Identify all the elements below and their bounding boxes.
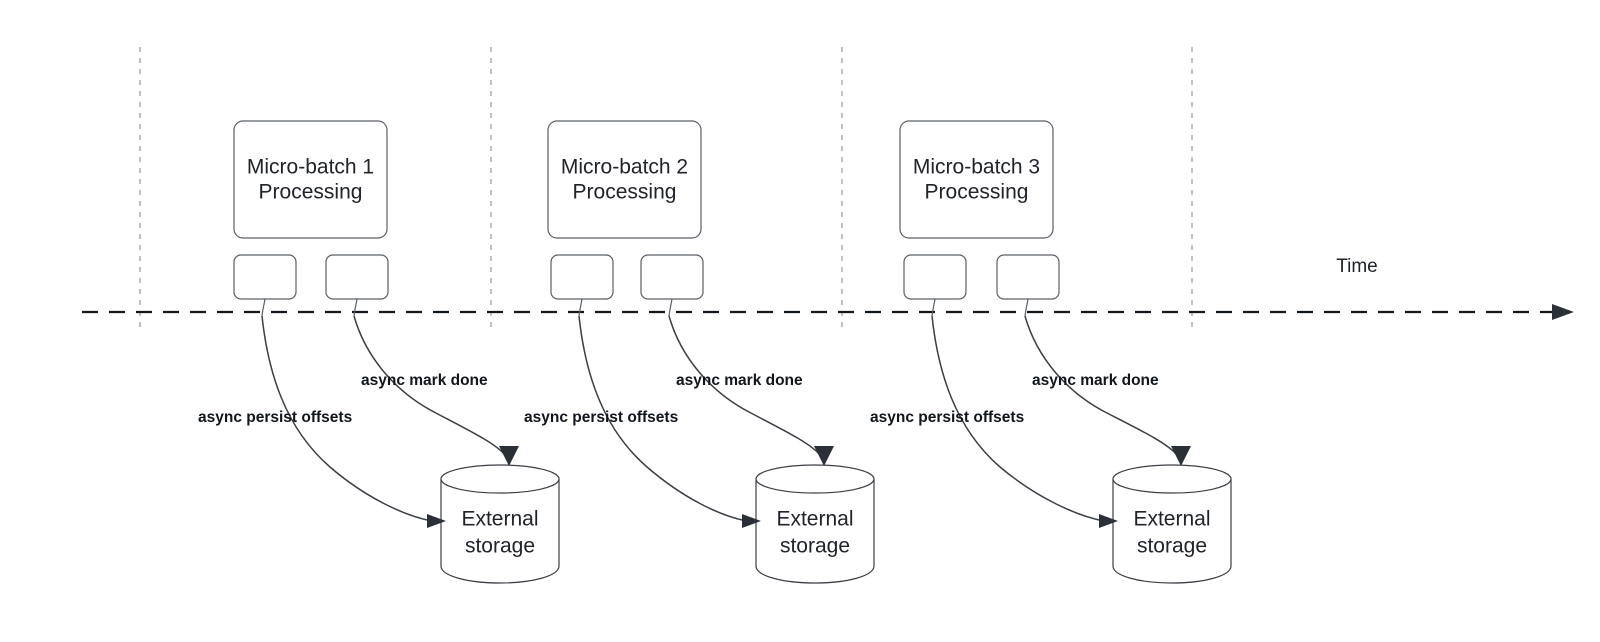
- group-3-storage-top: [1112, 464, 1232, 494]
- micro-batch-3-label-line2: Processing: [925, 181, 1029, 204]
- group-1-task-box-left[interactable]: [233, 254, 297, 300]
- group-2-mark-done-label: async mark done: [676, 372, 803, 389]
- micro-batch-group-2: Micro-batch 2 Processing External storag…: [524, 120, 875, 584]
- group-1-markdone-arrowhead: [499, 446, 519, 466]
- group-1-external-storage[interactable]: External storage: [440, 464, 560, 584]
- group-2-storage-label-line2: storage: [780, 535, 850, 558]
- micro-batch-3-label-line1: Micro-batch 3: [913, 156, 1040, 179]
- group-1-storage-label-line2: storage: [465, 535, 535, 558]
- group-3-task-box-left[interactable]: [903, 254, 967, 300]
- group-3-task-box-right[interactable]: [996, 254, 1060, 300]
- group-2-external-storage[interactable]: External storage: [755, 464, 875, 584]
- group-2-persist-arrowhead: [742, 514, 761, 528]
- micro-batch-2-label-line1: Micro-batch 2: [561, 156, 688, 179]
- group-2-task-box-left[interactable]: [550, 254, 614, 300]
- group-2-markdone-curve: [668, 315, 821, 456]
- micro-batch-group-1: Micro-batch 1 Processing External storag…: [198, 120, 560, 584]
- group-3-persist-curve: [931, 315, 1105, 522]
- group-2-markdone-arrowhead: [814, 446, 834, 466]
- group-2-stem-left: [578, 298, 583, 317]
- group-1-persist-arrowhead: [427, 514, 446, 528]
- group-2-persist-curve: [578, 315, 748, 522]
- group-1-stem-left: [261, 298, 266, 317]
- group-3-storage-label-line2: storage: [1137, 535, 1207, 558]
- micro-batch-3-box[interactable]: [899, 120, 1054, 239]
- group-2-storage-label-line1: External: [776, 508, 853, 531]
- group-1-task-box-right[interactable]: [325, 254, 389, 300]
- micro-batch-2-box[interactable]: [547, 120, 702, 239]
- group-2-task-box-right[interactable]: [640, 254, 704, 300]
- group-3-storage-label-line1: External: [1133, 508, 1210, 531]
- micro-batch-2-label-line2: Processing: [573, 181, 677, 204]
- group-3-persist-label: async persist offsets: [870, 409, 1024, 426]
- group-1-stem-right: [353, 298, 358, 317]
- group-3-markdone-curve: [1024, 315, 1178, 456]
- group-3-external-storage[interactable]: External storage: [1112, 464, 1232, 584]
- group-1-mark-done-label: async mark done: [361, 372, 488, 389]
- timeline-label: Time: [1336, 256, 1378, 277]
- group-1-storage-top: [440, 464, 560, 494]
- timeline-axis: Time: [82, 256, 1574, 320]
- boundary-marker-group: [139, 47, 1193, 328]
- group-1-markdone-curve: [353, 315, 506, 456]
- group-1-storage-label-line1: External: [461, 508, 538, 531]
- group-3-persist-arrowhead: [1099, 514, 1118, 528]
- micro-batch-1-label-line1: Micro-batch 1: [247, 156, 374, 179]
- group-1-persist-curve: [261, 315, 433, 522]
- group-3-stem-right: [1024, 298, 1029, 317]
- group-3-storage-body: [1112, 478, 1232, 584]
- group-2-stem-right: [668, 298, 673, 317]
- group-2-persist-label: async persist offsets: [524, 409, 678, 426]
- group-2-storage-top: [755, 464, 875, 494]
- micro-batch-1-label-line2: Processing: [259, 181, 363, 204]
- timeline-arrowhead: [1552, 304, 1574, 320]
- micro-batch-group-3: Micro-batch 3 Processing External storag…: [870, 120, 1232, 584]
- group-1-persist-label: async persist offsets: [198, 409, 352, 426]
- group-3-mark-done-label: async mark done: [1032, 372, 1159, 389]
- micro-batch-1-box[interactable]: [233, 120, 388, 239]
- group-2-storage-body: [755, 478, 875, 584]
- group-3-markdone-arrowhead: [1171, 446, 1191, 466]
- group-1-storage-body: [440, 478, 560, 584]
- group-3-stem-left: [931, 298, 936, 317]
